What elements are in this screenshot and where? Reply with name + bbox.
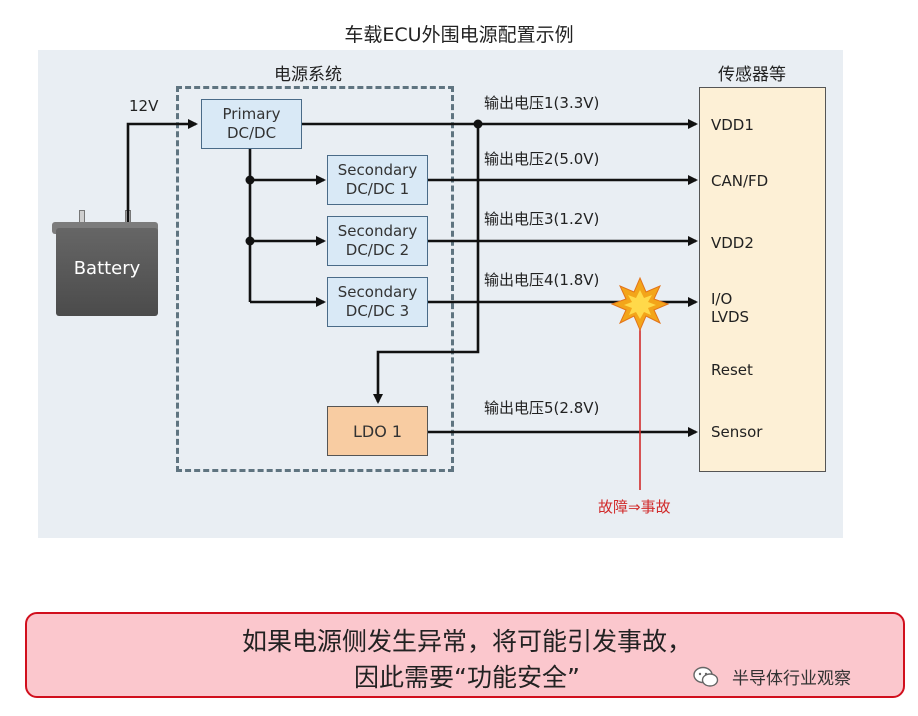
junction-dot <box>245 236 255 246</box>
input-voltage-label: 12V <box>129 97 159 115</box>
primary-dcdc-block: Primary DC/DC <box>201 99 302 149</box>
explosion-icon <box>610 276 670 332</box>
warning-line2: 因此需要“功能安全” <box>354 663 580 692</box>
ldo1-block: LDO 1 <box>327 406 428 456</box>
pin-sensor: Sensor <box>711 423 763 441</box>
output3-label: 输出电压3(1.2V) <box>484 210 600 228</box>
pin-vdd1: VDD1 <box>711 116 754 134</box>
watermark-text: 半导体行业观察 <box>732 669 851 689</box>
warning-banner: 如果电源侧发生异常，将可能引发事故， 因此需要“功能安全” <box>25 612 905 698</box>
wechat-icon <box>693 666 719 687</box>
fault-label: 故障⇒事故 <box>598 498 671 516</box>
junction-dot <box>245 175 255 185</box>
diagram-title: 车载ECU外围电源配置示例 <box>344 24 574 46</box>
pin-reset: Reset <box>711 361 753 379</box>
output4-label: 输出电压4(1.8V) <box>484 271 600 289</box>
pin-vdd2: VDD2 <box>711 234 754 252</box>
power-system-boundary <box>176 86 454 472</box>
battery-to-primary-wire <box>126 119 198 222</box>
pin-canfd: CAN/FD <box>711 172 769 190</box>
sensor-block <box>699 87 826 472</box>
secondary-dcdc2-block: Secondary DC/DC 2 <box>327 216 428 266</box>
to-ldo-wire <box>373 124 480 404</box>
secondary-dcdc1-block: Secondary DC/DC 1 <box>327 155 428 205</box>
warning-line1: 如果电源侧发生异常，将可能引发事故， <box>241 627 692 656</box>
pin-io-lvds: I/O LVDS <box>711 290 750 326</box>
output2-label: 输出电压2(5.0V) <box>484 150 600 168</box>
secondary-dcdc3-block: Secondary DC/DC 3 <box>327 277 428 327</box>
output5-label: 输出电压5(2.8V) <box>484 399 600 417</box>
battery-body <box>56 228 158 316</box>
junction-dot <box>473 119 483 129</box>
sensors-label: 传感器等 <box>718 65 786 85</box>
battery-label: Battery <box>73 258 141 279</box>
output1-label: 输出电压1(3.3V) <box>484 94 600 112</box>
power-system-label: 电源系统 <box>274 65 342 85</box>
